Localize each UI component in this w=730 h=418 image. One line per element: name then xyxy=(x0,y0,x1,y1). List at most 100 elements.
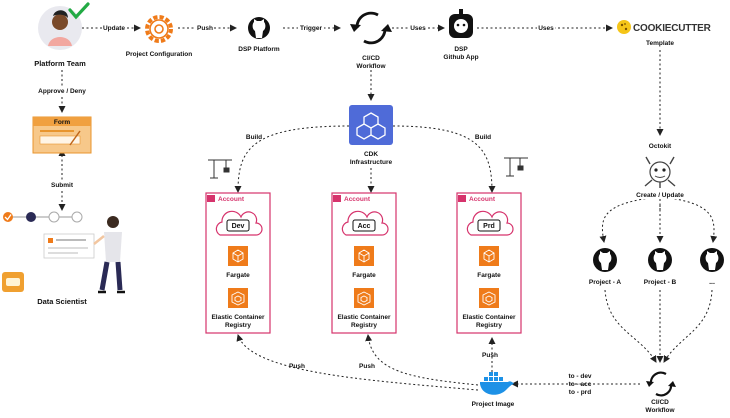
gear-icon xyxy=(145,15,173,43)
template-label: Template xyxy=(646,40,674,47)
edge-label-push-top: Push xyxy=(197,25,213,32)
account-title: Account xyxy=(218,196,245,203)
ecr-label-line1: Elastic Container xyxy=(337,314,391,321)
edges xyxy=(58,24,718,391)
edge-push-acc xyxy=(365,334,479,386)
github-icon xyxy=(248,17,270,39)
account-icon xyxy=(333,195,341,202)
ecr-label-line2: Registry xyxy=(351,322,377,329)
project-b-node: Project - B xyxy=(644,248,677,286)
dsp-github-app-label-1: DSP xyxy=(454,46,468,53)
project-more-label: ... xyxy=(709,279,715,286)
edge-labels: Update Push Trigger Uses Uses Approve / … xyxy=(36,23,686,396)
edge-label-submit: Submit xyxy=(51,182,74,189)
dsp-platform-label: DSP Platform xyxy=(238,46,280,53)
cycle-arrows-icon xyxy=(646,371,676,397)
github-icon xyxy=(593,248,617,272)
cicd-bottom-label-2: Workflow xyxy=(645,407,675,414)
edge-label-approve-deny: Approve / Deny xyxy=(38,88,86,95)
workflow-steps-illustration xyxy=(3,211,95,259)
dsp-platform-node: DSP Platform xyxy=(238,17,280,53)
env-label: Acc xyxy=(358,223,371,230)
account-title: Account xyxy=(344,196,371,203)
cicd-top-node: CI/CD Workflow xyxy=(350,11,392,70)
dsp-github-app-node: DSP Github App xyxy=(443,9,479,61)
cdk-label-2: Infrastructure xyxy=(350,159,393,166)
edge-create-more xyxy=(669,197,718,243)
octokit-icon xyxy=(644,156,676,188)
env-badge xyxy=(226,219,250,232)
edge-label-push-left: Push xyxy=(289,363,305,370)
data-scientist-person xyxy=(93,216,125,294)
fargate-label: Fargate xyxy=(352,272,376,279)
data-scientist-label: Data Scientist xyxy=(37,297,87,306)
cookiecutter-node: COOKIECUTTER Template xyxy=(617,20,712,47)
project-more-node: ... xyxy=(700,248,724,286)
env-label: Prd xyxy=(483,223,495,230)
fargate-label: Fargate xyxy=(226,272,250,279)
cdk-icon xyxy=(349,105,393,145)
check-icon xyxy=(68,2,90,20)
ecr-label-line2: Registry xyxy=(476,322,502,329)
edge-create-a xyxy=(599,197,651,243)
env-badge xyxy=(352,219,376,232)
octokit-node: Octokit xyxy=(644,143,676,188)
docker-icon xyxy=(480,372,514,395)
project-a-node: Project - A xyxy=(589,248,622,286)
ecr-label-line2: Registry xyxy=(225,322,251,329)
edge-label-build-right: Build xyxy=(475,134,491,141)
platform-team-label: Platform Team xyxy=(34,59,86,68)
form-node: Form xyxy=(32,116,92,154)
cicd-bottom-node: CI/CD Workflow xyxy=(645,371,676,414)
account-frame xyxy=(456,192,522,334)
account-title: Account xyxy=(469,196,496,203)
edge-label-to-dev: to - dev xyxy=(568,373,591,380)
account-frame xyxy=(331,192,397,334)
project-image-node: Project Image xyxy=(472,372,515,408)
project-b-label: Project - B xyxy=(644,279,677,286)
edge-more-to-cicd xyxy=(663,289,713,363)
edge-label-uses-2: Uses xyxy=(538,25,554,32)
cookiecutter-logo-icon xyxy=(617,20,631,34)
project-configuration-node: Project Configuration xyxy=(126,15,192,58)
cicd-top-label-2: Workflow xyxy=(356,63,386,70)
edge-label-update: Update xyxy=(103,25,125,32)
account-icon xyxy=(458,195,466,202)
project-image-label: Project Image xyxy=(472,401,515,408)
edge-build-dev xyxy=(234,125,350,193)
account-frame xyxy=(205,192,271,334)
fargate-label: Fargate xyxy=(477,272,501,279)
ecr-label-line1: Elastic Container xyxy=(211,314,265,321)
cicd-bottom-label-1: CI/CD xyxy=(651,399,669,406)
edge-a-to-cicd xyxy=(604,289,657,363)
cdk-label-1: CDK xyxy=(364,151,378,158)
dsp-github-app-label-2: Github App xyxy=(443,54,478,61)
form-label: Form xyxy=(54,119,70,126)
edge-label-to-prd: to - prd xyxy=(569,389,591,396)
edge-label-push-right: Push xyxy=(482,352,498,359)
platform-team-node: Platform Team xyxy=(34,2,90,68)
octokit-label: Octokit xyxy=(649,143,672,150)
github-app-icon xyxy=(449,9,473,38)
cicd-top-label-1: CI/CD xyxy=(362,55,380,62)
edge-label-create-update: Create / Update xyxy=(636,192,684,199)
edge-label-to-acc: to - acc xyxy=(569,381,592,388)
ecr-label-line1: Elastic Container xyxy=(462,314,516,321)
account-icon xyxy=(207,195,215,202)
crane-icon-left xyxy=(208,159,232,179)
edge-label-push-middle: Push xyxy=(359,363,375,370)
edge-push-dev xyxy=(236,334,479,391)
edge-label-trigger: Trigger xyxy=(300,25,323,32)
cdk-node: CDK Infrastructure xyxy=(349,105,393,166)
cookiecutter-brand-text: COOKIECUTTER xyxy=(633,23,712,34)
project-a-label: Project - A xyxy=(589,279,622,286)
pen-icon xyxy=(69,130,81,146)
data-scientist-node: Data Scientist xyxy=(2,211,125,306)
github-icon xyxy=(700,248,724,272)
crane-icon-right xyxy=(504,157,528,177)
